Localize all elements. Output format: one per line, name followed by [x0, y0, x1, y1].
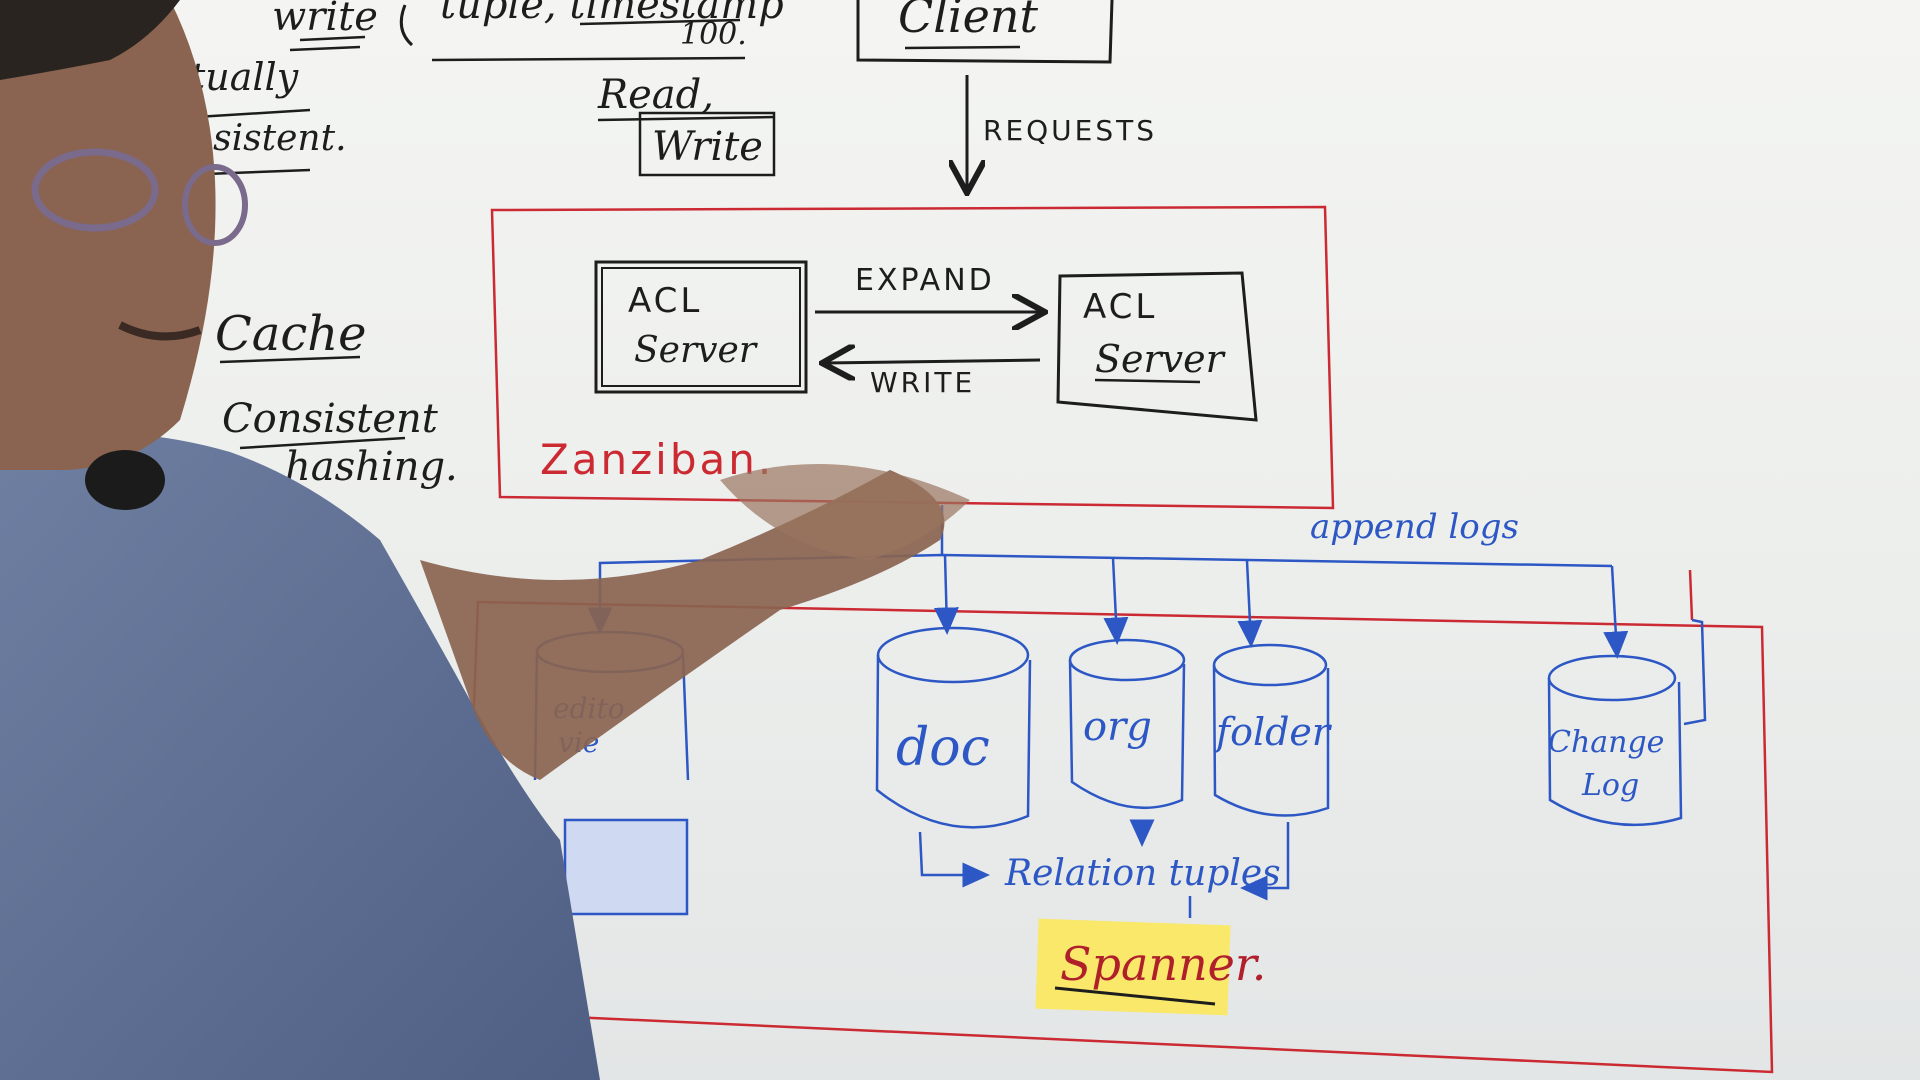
relation-tuples-connectors — [918, 819, 1290, 918]
doc-store — [875, 626, 1032, 829]
change-log-store — [1547, 654, 1683, 827]
acl-server-left: ACL Server — [594, 260, 808, 394]
change-log-line1: Change — [1548, 725, 1664, 760]
zanzibar-box: Zanziban. — [490, 205, 1335, 510]
change-log-line2: Log — [1581, 768, 1639, 803]
spanner-label: Spanner. — [1060, 937, 1266, 991]
write-note: Write — [652, 124, 763, 170]
consistent-hashing-note-1: Consistent — [222, 396, 439, 442]
folder-store — [1212, 643, 1330, 817]
acl-server-right-line1: ACL — [1083, 287, 1157, 327]
top-notes: tuple, timestamp 100. Read, Write — [399, 0, 784, 177]
acl-server-right-line2: Server — [1095, 337, 1227, 381]
client-node: Client — [856, 0, 1114, 64]
org-store-label: org — [1083, 704, 1152, 750]
consistent-note: nsistent. — [190, 118, 347, 159]
expand-arrow: EXPAND — [815, 263, 1042, 312]
spanner-label-note: Spanner. — [1035, 918, 1266, 1016]
write-label: WRITE — [870, 366, 975, 399]
append-logs-label: append logs — [1310, 507, 1519, 547]
client-label: Client — [898, 0, 1038, 43]
acl-server-left-line2: Server — [634, 330, 758, 371]
expand-label: EXPAND — [855, 263, 995, 298]
write-note-box — [638, 111, 776, 177]
presenter-figure — [0, 0, 970, 1080]
cache-note: Cache — [215, 306, 367, 362]
acl-server-left-line1: ACL — [628, 281, 702, 321]
left-write-note: write — [272, 0, 378, 40]
requests-arrow: REQUESTS — [967, 75, 1157, 190]
requests-label: REQUESTS — [983, 114, 1157, 147]
consistent-hashing-note-2: hashing. — [285, 444, 458, 490]
left-notes: write tually nsistent. Cache Consistent … — [179, 0, 458, 490]
folder-store-label: folder — [1213, 710, 1333, 754]
timestamp-value-note: 100. — [680, 17, 747, 52]
read-note: Read, — [597, 72, 714, 118]
acl-server-right: ACL Server — [1056, 271, 1258, 422]
relation-tuples-label: Relation tuples — [1004, 853, 1281, 894]
eventually-note: tually — [190, 55, 299, 99]
write-arrow: WRITE — [825, 360, 1041, 399]
org-store — [1068, 638, 1186, 810]
doc-store-label: doc — [896, 718, 990, 778]
zanzibar-label: Zanziban. — [540, 435, 774, 484]
